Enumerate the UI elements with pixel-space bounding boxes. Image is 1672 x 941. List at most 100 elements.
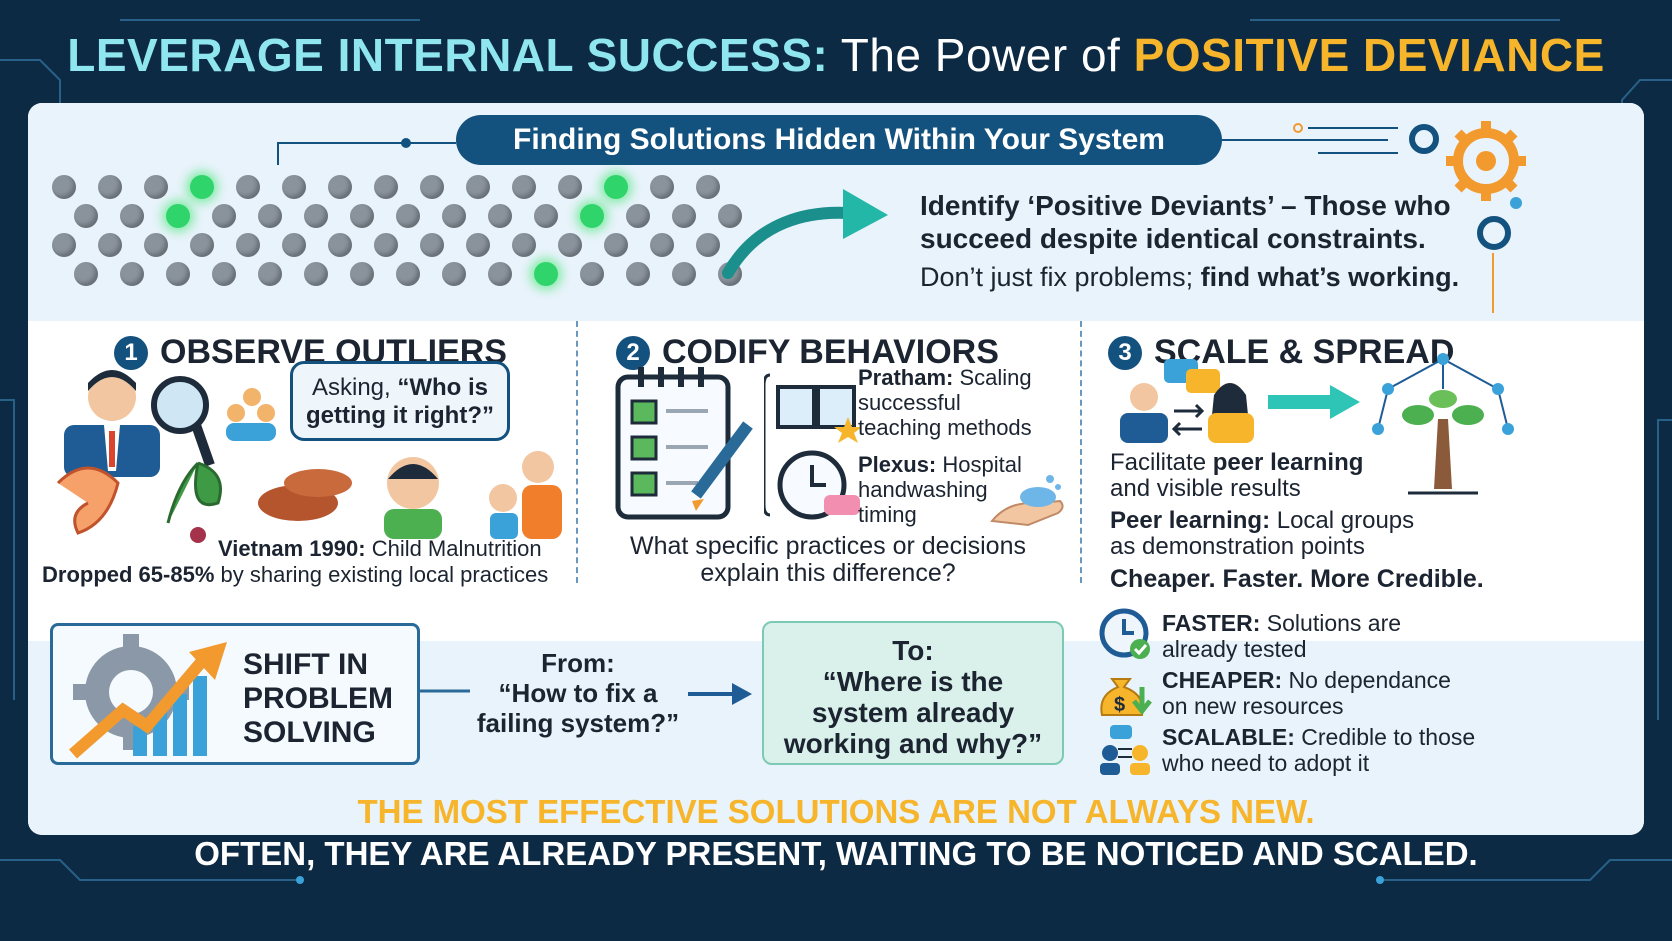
shift-title-l1: SHIFT IN <box>243 648 368 681</box>
crowd-dot <box>626 204 650 228</box>
crowd-dot <box>466 175 490 199</box>
curved-arrow-icon <box>722 189 888 279</box>
observer-magnifier-icon <box>64 370 276 477</box>
plexus-l3: timing <box>858 502 917 527</box>
title-part-2: The Power of <box>828 29 1134 81</box>
highlighted-dot <box>190 175 214 199</box>
highlighted-dot <box>604 175 628 199</box>
crowd-dot <box>512 233 536 257</box>
crowd-dot <box>488 262 512 286</box>
highlighted-dot <box>580 204 604 228</box>
gears-icon <box>1409 121 1526 250</box>
scale-tagline: Cheaper. Faster. More Credible. <box>1110 565 1484 593</box>
crowd-dot <box>212 204 236 228</box>
crowd-dot <box>304 262 328 286</box>
crowd-dot <box>98 175 122 199</box>
crowd-dot <box>350 204 374 228</box>
crowd-dot <box>672 204 696 228</box>
crowd-dot <box>74 204 98 228</box>
highlighted-dot <box>166 204 190 228</box>
crowd-dot <box>144 233 168 257</box>
pratham-bold: Pratham: <box>858 365 954 390</box>
crowd-dot <box>144 175 168 199</box>
peer-exchange-icon <box>1120 359 1360 443</box>
to-l3: working and why?” <box>783 728 1043 759</box>
benefit-faster-l1: Solutions are <box>1260 610 1402 636</box>
crowd-dot <box>396 204 420 228</box>
scale-l4: as demonstration points <box>1110 533 1365 560</box>
vietnam-example-line-2: Dropped 65-85% by sharing existing local… <box>42 562 548 587</box>
crowd-dot <box>236 175 260 199</box>
from-l2: failing system?” <box>476 708 680 738</box>
crowd-dot <box>350 262 374 286</box>
identify-sub-plain: Don’t just fix problems; <box>920 262 1201 292</box>
dropped-bold: Dropped 65-85% <box>42 562 215 587</box>
crowd-dot <box>374 233 398 257</box>
bubble-plain: Asking, <box>311 374 398 401</box>
to-box: To: “Where is the system already working… <box>762 621 1064 765</box>
crowd-dot <box>420 233 444 257</box>
crowd-dot <box>52 175 76 199</box>
crowd-dot <box>626 262 650 286</box>
identify-line-1: Identify ‘Positive Deviants’ – Those who <box>920 190 1451 221</box>
benefit-cheaper-l2: on new resources <box>1162 693 1344 719</box>
title-part-1: LEVERAGE INTERNAL SUCCESS: <box>67 29 829 81</box>
benefit-scalable: SCALABLE: Credible to those who need to … <box>1162 724 1632 776</box>
crowd-dot <box>374 175 398 199</box>
crowd-dot <box>74 262 98 286</box>
scale-text: Facilitate peer learning and visible res… <box>1110 449 1484 593</box>
shift-box: SHIFT IN PROBLEM SOLVING <box>50 623 420 765</box>
shift-title-l3: SOLVING <box>243 716 376 749</box>
people-network-icon <box>1100 725 1150 775</box>
crowd-dot <box>212 262 236 286</box>
crowd-dot <box>282 233 306 257</box>
dropped-plain: by sharing existing local practices <box>214 562 549 587</box>
crowd-dot <box>512 175 536 199</box>
crowd-dot <box>328 233 352 257</box>
divider-1 <box>576 321 578 583</box>
question-line-2: explain this difference? <box>700 559 956 587</box>
scale-l2: and visible results <box>1110 475 1301 502</box>
crowd-dot <box>696 175 720 199</box>
benefit-cheaper-bold: CHEAPER: <box>1162 667 1283 693</box>
pratham-l3: teaching methods <box>858 415 1032 440</box>
to-l1: “Where is the <box>822 666 1004 697</box>
footer-line-2: OFTEN, THEY ARE ALREADY PRESENT, WAITING… <box>194 835 1478 872</box>
vietnam-plain: Child Malnutrition <box>365 536 542 561</box>
observer-speech-bubble: Asking, “Who is getting it right?” <box>290 361 510 441</box>
shift-title: SHIFT IN PROBLEM SOLVING <box>243 648 393 750</box>
crowd-dot <box>120 204 144 228</box>
pratham-example: Pratham: Scaling successful teaching met… <box>858 365 1032 440</box>
plexus-l2: handwashing <box>858 477 988 502</box>
benefit-cheaper-l1: No dependance <box>1282 667 1451 693</box>
money-bag-icon: $ <box>1100 678 1152 716</box>
crowd-dot <box>420 175 444 199</box>
pratham-l1: Scaling <box>953 365 1032 390</box>
highlighted-dot <box>534 262 558 286</box>
crowd-dot <box>650 175 674 199</box>
to-label: To: <box>892 635 934 666</box>
shift-title-l2: PROBLEM <box>243 682 393 715</box>
plexus-bold: Plexus: <box>858 452 937 477</box>
crowd-dot <box>98 233 122 257</box>
crowd-dot <box>396 262 420 286</box>
crowd-dot <box>190 233 214 257</box>
crowd-dot <box>718 204 742 228</box>
shift-connector <box>420 689 470 693</box>
crowd-dot <box>328 175 352 199</box>
title-part-3: POSITIVE DEVIANCE <box>1133 29 1605 81</box>
crowd-dot <box>304 204 328 228</box>
clock-check-icon <box>1099 608 1150 659</box>
identify-line-2: succeed despite identical constraints. <box>920 223 1426 254</box>
scale-l1-plain: Facilitate <box>1110 449 1213 476</box>
vietnam-bold: Vietnam 1990: <box>218 536 366 561</box>
question-line-1: What specific practices or decisions <box>630 532 1026 560</box>
crowd-dot <box>580 262 604 286</box>
crowd-dot <box>488 204 512 228</box>
section-2-title: CODIFY BEHAVIORS <box>662 333 999 371</box>
crowd-dot <box>282 175 306 199</box>
from-text: From: “How to fix a failing system?” <box>458 648 698 738</box>
svg-text:$: $ <box>1114 694 1125 716</box>
